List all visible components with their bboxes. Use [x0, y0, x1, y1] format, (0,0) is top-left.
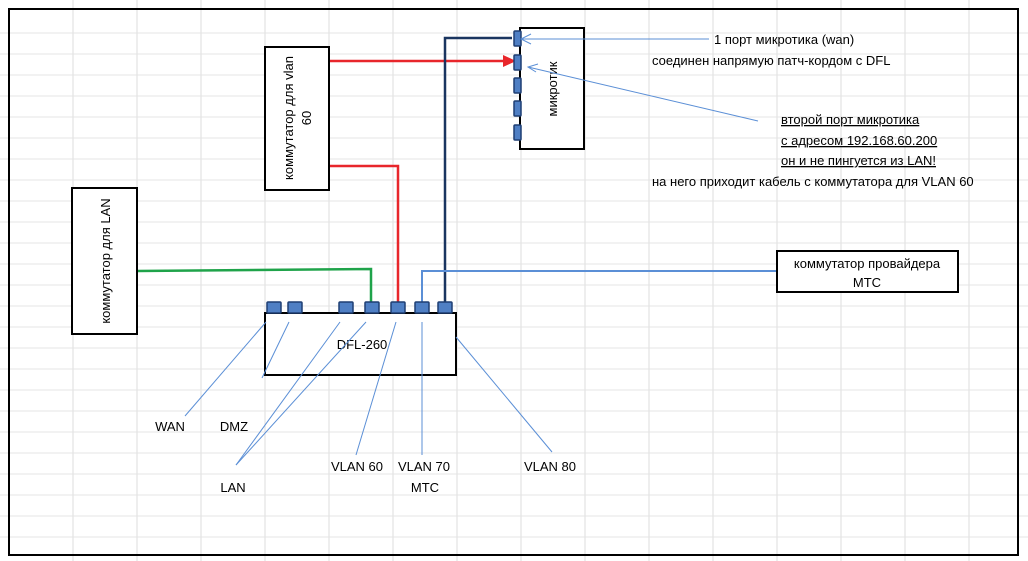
dfl-port-dmz: [287, 301, 303, 314]
mikrotik-port-5: [513, 124, 522, 141]
dfl-port-lan-2: [364, 301, 380, 314]
callout-vlan60: [355, 321, 397, 456]
callout-lan-2: [235, 321, 367, 466]
port-label-vlan70: VLAN 70: [398, 459, 450, 474]
port-label-vlan60: VLAN 60: [331, 459, 383, 474]
callout-port2-arrowhead: [526, 63, 539, 73]
note-port1-line2: соединен напрямую патч-кордом с DFL: [652, 53, 890, 68]
note-port1-line1: 1 порт микротика (wan): [714, 32, 854, 47]
port-label-vlan70-mts: МТС: [411, 480, 439, 495]
vlan60-switch: коммутатор для vlan 60: [264, 46, 330, 191]
mikrotik-port-4: [513, 100, 522, 117]
wan-cable: [443, 36, 512, 302]
provider-cable: [421, 270, 777, 302]
port-label-wan: WAN: [155, 419, 185, 434]
provider-switch-label-line2: МТС: [853, 275, 881, 290]
dfl-port-vlan80: [437, 301, 453, 314]
cables: [136, 36, 777, 302]
mikrotik-router: микротик: [513, 27, 585, 150]
dfl-port-wan: [266, 301, 282, 314]
callout-lan-1: [235, 321, 341, 466]
callout-arrowheads: [519, 33, 539, 73]
notes: 1 порт микротика (wan) соединен напрямую…: [652, 32, 974, 189]
note-port2-line1: второй порт микротика: [781, 112, 920, 127]
provider-switch-label-line1: коммутатор провайдера: [794, 256, 941, 271]
callout-wan: [184, 321, 267, 417]
vlan60-cable: [329, 164, 400, 302]
callout-mikrotik-port2: [527, 66, 759, 122]
note-port2-line4: на него приходит кабель с коммутатора дл…: [652, 174, 974, 189]
mikrotik-port-2: [513, 54, 522, 71]
mikrotik-port-1: [513, 30, 522, 47]
diagram-frame: [8, 8, 1019, 556]
note-port2-line3: он и не пингуется из LAN!: [781, 153, 936, 168]
dfl-port-vlan70: [414, 301, 430, 314]
callout-port1-arrowhead: [519, 33, 532, 45]
port-labels: WAN DMZ LAN VLAN 60 VLAN 70 МТС VLAN 80: [155, 419, 576, 495]
dfl-port-vlan60: [390, 301, 406, 314]
port-label-dmz: DMZ: [220, 419, 248, 434]
dfl-260-firewall: DFL-260: [264, 301, 457, 376]
note-port2-line2: с адресом 192.168.60.200: [781, 133, 937, 148]
port-label-vlan80: VLAN 80: [524, 459, 576, 474]
callout-vlan80: [455, 336, 553, 453]
mikrotik-label: микротик: [545, 61, 560, 116]
vlan60-switch-label-line1: коммутатор для vlan: [281, 56, 296, 180]
dfl-label: DFL-260: [337, 337, 388, 352]
port-label-lan: LAN: [220, 480, 245, 495]
lan-switch: коммутатор для LAN: [71, 187, 138, 335]
lan-cable: [136, 267, 373, 302]
vlan60-arrowhead: [503, 55, 516, 67]
dfl-port-lan-1: [338, 301, 354, 314]
lan-switch-label: коммутатор для LAN: [98, 198, 113, 323]
vlan60-switch-label-line2: 60: [299, 111, 314, 125]
callout-dmz: [261, 321, 290, 379]
provider-switch: коммутатор провайдера МТС: [776, 250, 959, 293]
callout-lines: [184, 38, 759, 466]
mikrotik-port-3: [513, 77, 522, 94]
